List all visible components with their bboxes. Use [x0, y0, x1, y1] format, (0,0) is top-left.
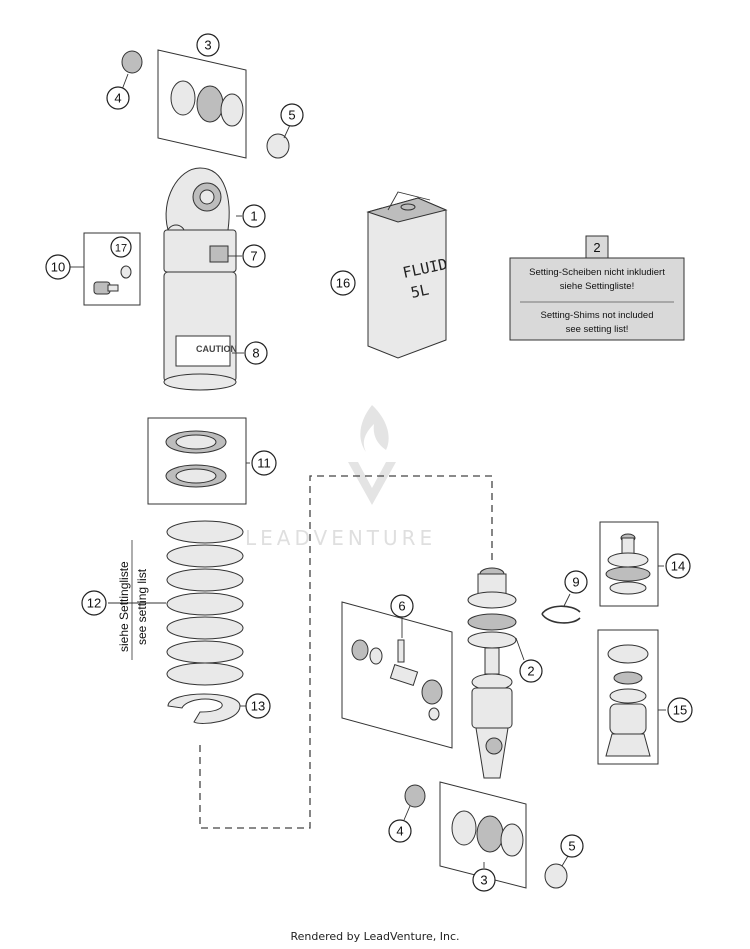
shock-absorber-body: CAUTION: [163, 167, 244, 391]
piston-kit-box: [599, 521, 664, 607]
callout-5-top[interactable]: 5: [280, 103, 304, 127]
callout-13-label: 13: [251, 699, 265, 714]
callout-14[interactable]: 14: [665, 553, 691, 579]
callout-4-top-label: 4: [114, 91, 121, 106]
callout-2-damper-label: 2: [527, 664, 534, 679]
note-line1: Setting-Scheiben nicht inkludiert: [529, 267, 665, 278]
watermark-text: LEADVENTURE: [245, 526, 436, 550]
callout-1-label: 1: [250, 209, 257, 224]
callout-13[interactable]: 13: [245, 693, 271, 719]
callout-4-bottom-label: 4: [396, 824, 403, 839]
seal-kit-top: [119, 49, 291, 159]
callout-12-label: 12: [87, 596, 101, 611]
callout-17-label: 17: [115, 243, 127, 255]
callout-10-label: 10: [51, 260, 65, 275]
callout-9-label: 9: [572, 575, 579, 590]
callout-17[interactable]: 17: [110, 236, 132, 258]
callout-8[interactable]: 8: [244, 341, 268, 365]
callout-2-note[interactable]: 2: [593, 240, 600, 255]
callout-7[interactable]: 7: [242, 244, 266, 268]
callout-7-label: 7: [250, 249, 257, 264]
callout-5-bottom[interactable]: 5: [560, 834, 584, 858]
note-line2: siehe Settingliste!: [560, 281, 634, 292]
spring-label-line1: siehe Settingliste: [117, 561, 131, 652]
callout-5-bottom-label: 5: [568, 839, 575, 854]
callout-6[interactable]: 6: [390, 594, 414, 618]
compression-kit-box: [597, 629, 666, 765]
footer-credit: Rendered by LeadVenture, Inc.: [290, 930, 460, 943]
adjuster-kit-box: [341, 601, 453, 749]
callout-2-damper[interactable]: 2: [519, 659, 543, 683]
callout-3-top-label: 3: [204, 38, 211, 53]
callout-15[interactable]: 15: [667, 697, 693, 723]
callout-1[interactable]: 1: [242, 204, 266, 228]
seal-kit-bottom: [403, 781, 569, 889]
spring-label-line2: see setting list: [135, 568, 149, 645]
caution-text: CAUTION: [196, 344, 237, 354]
spring-retainer: [167, 693, 246, 724]
callout-8-label: 8: [252, 346, 259, 361]
callout-3-bottom[interactable]: 3: [472, 868, 496, 892]
callout-16-label: 16: [336, 276, 350, 291]
callout-14-label: 14: [671, 559, 685, 574]
callout-6-label: 6: [398, 599, 405, 614]
note-line4: see setting list!: [566, 324, 629, 335]
note-line3: Setting-Shims not included: [540, 310, 653, 321]
callout-4-bottom[interactable]: 4: [388, 819, 412, 843]
callout-3-top[interactable]: 3: [196, 33, 220, 57]
callout-11-label: 11: [257, 456, 271, 471]
spring-nut-box: [147, 417, 250, 505]
callout-11[interactable]: 11: [251, 450, 277, 476]
callout-12[interactable]: 12: [81, 590, 107, 616]
callout-15-label: 15: [673, 703, 687, 718]
callout-10[interactable]: 10: [45, 254, 71, 280]
damper-rod-assembly: [467, 567, 525, 779]
caution-label: [175, 335, 231, 367]
watermark-v-icon: [348, 462, 396, 505]
diagram-frame: [42, 33, 706, 907]
fluid-can-label-line2: 5L: [409, 281, 430, 302]
circlip: [541, 593, 581, 624]
callout-9[interactable]: 9: [564, 570, 588, 594]
watermark-flame-icon: [360, 405, 389, 452]
callout-5-top-label: 5: [288, 108, 295, 123]
fluid-can: FLUID 5L: [366, 191, 449, 359]
watermark: LEADVENTURE: [245, 405, 436, 550]
callout-2-note-label: 2: [593, 240, 600, 255]
callout-3-bottom-label: 3: [480, 873, 487, 888]
coil-spring: siehe Settingliste see setting list: [108, 520, 244, 686]
setting-note: Setting-Scheiben nicht inkludiert siehe …: [509, 235, 685, 341]
callout-16[interactable]: 16: [330, 270, 356, 296]
callout-4-top[interactable]: 4: [106, 86, 130, 110]
